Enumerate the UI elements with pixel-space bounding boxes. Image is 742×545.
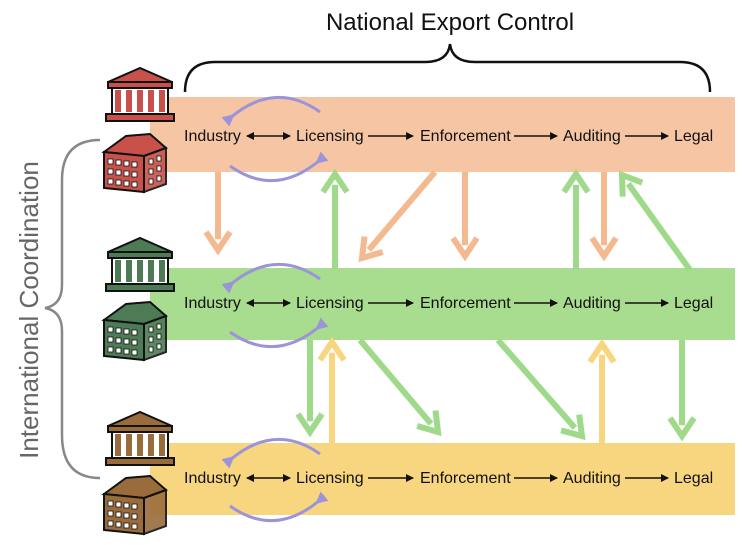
cycle-arc-top (221, 262, 321, 294)
government-building-icon (105, 66, 175, 122)
row1-licensing-label: Licensing (296, 128, 364, 145)
arrow-head (295, 412, 325, 438)
cycle-arc-top (221, 437, 321, 469)
industry-building-icon (101, 474, 168, 536)
row3-auditing-label: Auditing (563, 470, 621, 487)
arrow-row2-to-row1 (625, 182, 693, 272)
row1-flow: Industry Licensing Enforcement Auditing … (184, 128, 713, 145)
arrow-head (667, 416, 697, 442)
row1-industry-label: Industry (184, 128, 241, 145)
industry-building-icon (101, 132, 168, 194)
arrow-head (320, 168, 350, 194)
row3-industry-label: Industry (184, 470, 241, 487)
side-brace (44, 138, 101, 480)
government-building-icon (105, 236, 175, 292)
arrow-head (618, 170, 644, 197)
arrow-head (561, 168, 591, 194)
arrow-head (589, 236, 619, 262)
arrow-row1-to-row2 (366, 170, 438, 252)
arrow-head (587, 338, 617, 364)
industry-building-icon (101, 300, 168, 362)
row2-enforcement-label: Enforcement (420, 295, 511, 312)
row2-auditing-label: Auditing (563, 295, 621, 312)
government-building-icon (105, 410, 175, 466)
cycle-arc-top (221, 95, 321, 127)
arrow-row2-to-row3 (495, 338, 578, 430)
row2-licensing-label: Licensing (296, 295, 364, 312)
row2-flow: Industry Licensing Enforcement Auditing … (184, 295, 713, 312)
cycle-arc-bottom (229, 151, 329, 183)
row1-legal-label: Legal (674, 128, 713, 145)
cycle-row3 (221, 437, 329, 523)
arrow-head (358, 236, 384, 263)
row3-legal-label: Legal (674, 470, 713, 487)
row3-enforcement-label: Enforcement (420, 470, 511, 487)
arrow-head (560, 414, 586, 441)
cycle-row1 (221, 95, 329, 183)
row3-licensing-label: Licensing (296, 470, 364, 487)
cycle-arc-bottom (229, 491, 329, 523)
side-label: International Coordination (14, 161, 44, 459)
arrow-head (416, 410, 442, 437)
diagram-title: National Export Control (326, 9, 574, 36)
row3-flow: Industry Licensing Enforcement Auditing … (184, 470, 713, 487)
arrow-head (450, 236, 480, 262)
row1-auditing-label: Auditing (563, 128, 621, 145)
row2-legal-label: Legal (674, 295, 713, 312)
arrow-row2-to-row3 (357, 338, 434, 426)
row1-enforcement-label: Enforcement (420, 128, 511, 145)
title-brace (183, 43, 712, 93)
row2-industry-label: Industry (184, 295, 241, 312)
arrow-head (203, 230, 233, 256)
arrow-head (317, 336, 347, 362)
inter-row-arrows (203, 168, 697, 445)
cycle-row2 (221, 262, 329, 349)
cycle-arc-bottom (229, 317, 329, 349)
